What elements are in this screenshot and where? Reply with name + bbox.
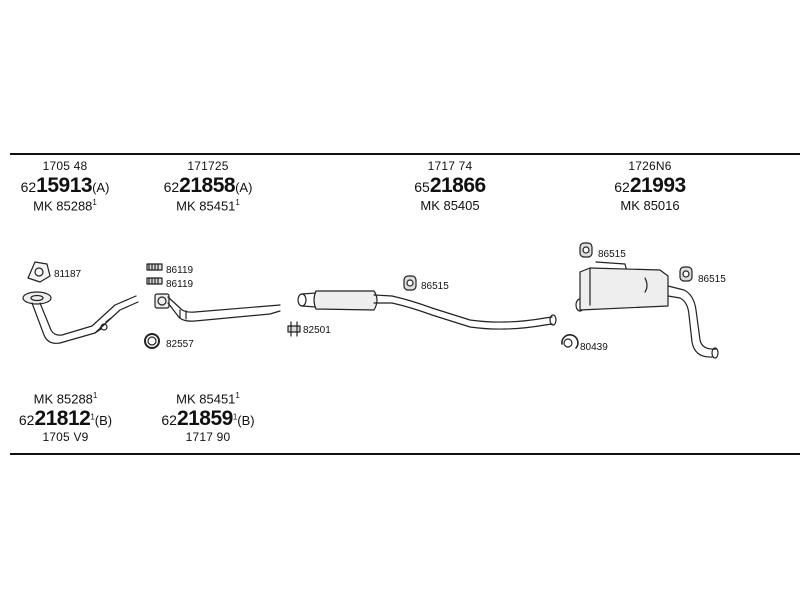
clamp-86119-drawing	[146, 263, 163, 285]
callout-86515-middle: 86515	[421, 281, 449, 292]
top-label-front-pipe: 1705 48 6215913(A) MK 852881	[20, 160, 110, 212]
article-code: 1705 V9	[42, 430, 89, 445]
part-number: 6221858(A)	[163, 174, 253, 197]
article-code: 1717 90	[185, 430, 231, 445]
part-number: 62218591(B)	[161, 407, 255, 431]
top-label-intermediate-pipe: 171725 6221858(A) MK 854511	[158, 160, 258, 212]
mounting-kit: MK 852881	[33, 391, 98, 407]
gasket-81187-drawing	[27, 261, 51, 283]
ring-82557-drawing	[144, 333, 160, 349]
article-code: 171725	[187, 159, 229, 173]
clamp-82501-drawing	[287, 321, 301, 337]
middle-silencer-drawing	[297, 290, 557, 330]
mounting-kit: MK 852881	[33, 198, 97, 214]
mounting-kit: MK 854511	[176, 198, 240, 214]
mounting-kit: MK 85405	[420, 198, 480, 213]
callout-82557: 82557	[166, 339, 194, 350]
rear-silencer-drawing	[575, 267, 719, 359]
bottom-label-intermediate-pipe: MK 854511 62218591(B) 1717 90	[158, 391, 258, 445]
top-label-middle-silencer: 1717 74 6521866 MK 85405	[405, 160, 495, 212]
bottom-label-front-pipe: MK 852881 62218121(B) 1705 V9	[18, 391, 113, 445]
callout-86119-lower: 86119	[166, 279, 194, 290]
callout-82501: 82501	[303, 325, 331, 336]
part-number: 62218121(B)	[18, 407, 113, 431]
clamp-80439-drawing	[561, 334, 579, 349]
front-pipe-drawing	[22, 291, 139, 344]
top-label-rear-silencer: 1726N6 6221993 MK 85016	[605, 160, 695, 212]
part-number: 6215913(A)	[20, 174, 110, 197]
article-code: 1726N6	[628, 159, 672, 173]
intermediate-pipe-drawing	[154, 293, 281, 322]
part-number: 6521866	[414, 174, 486, 197]
article-code: 1705 48	[42, 159, 88, 173]
callout-81187: 81187	[54, 269, 82, 280]
callout-86515-upper-right: 86515	[598, 249, 626, 260]
hanger-86515-right-drawing	[679, 266, 693, 282]
mounting-kit: MK 85016	[620, 198, 680, 213]
callout-80439: 80439	[580, 342, 608, 353]
mounting-kit: MK 854511	[176, 391, 240, 407]
article-code: 1717 74	[427, 159, 473, 173]
part-number: 6221993	[614, 174, 686, 197]
callout-86515-right: 86515	[698, 274, 726, 285]
hanger-86515-middle-drawing	[403, 275, 417, 291]
top-divider	[10, 153, 800, 155]
callout-86119-upper: 86119	[166, 265, 194, 276]
bottom-divider	[10, 453, 800, 455]
